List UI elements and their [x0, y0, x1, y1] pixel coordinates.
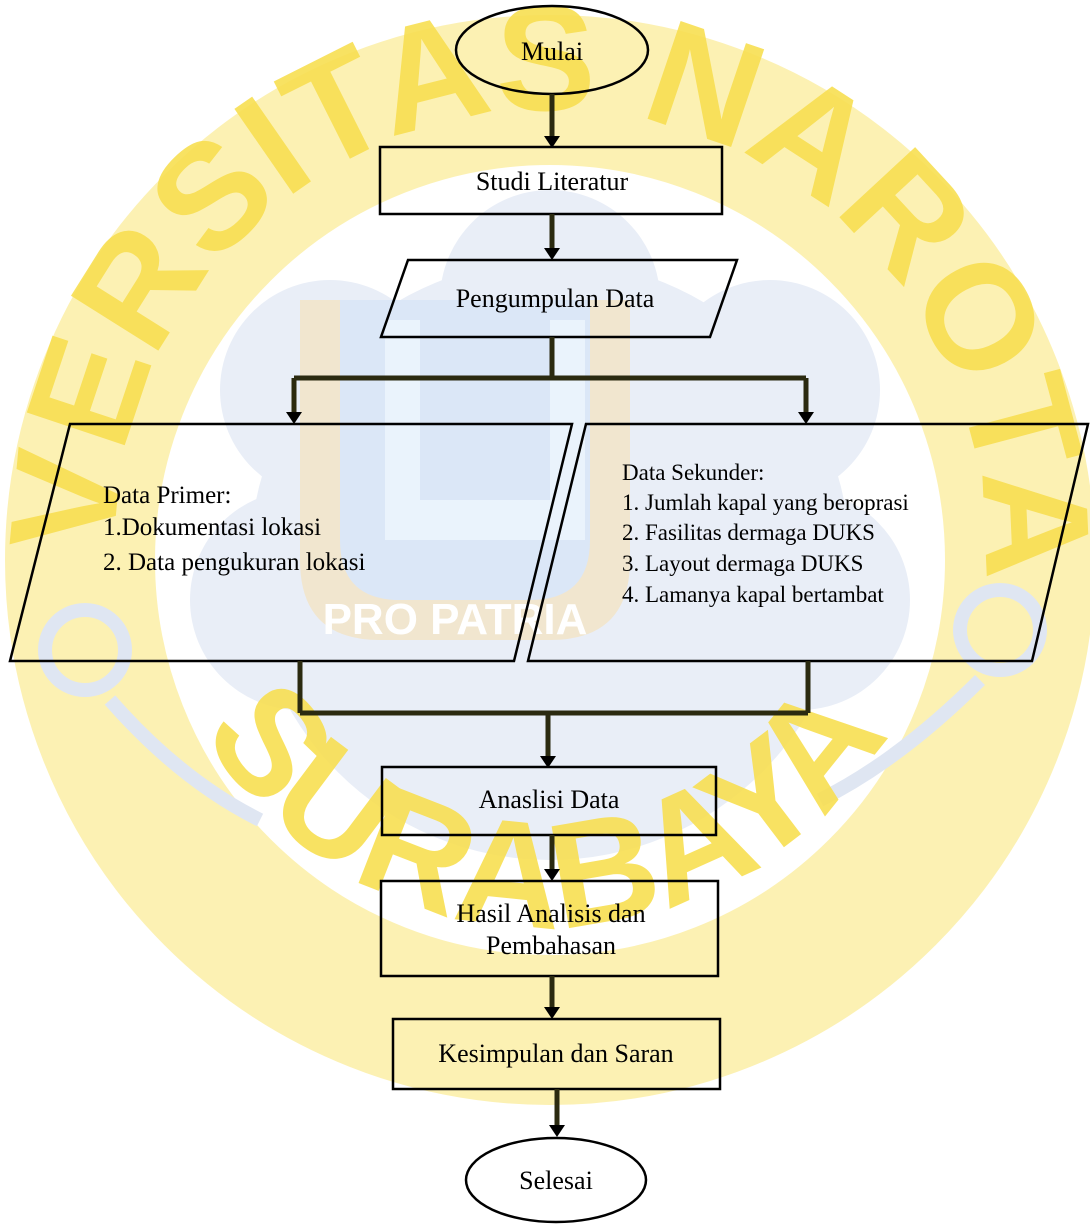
end-label: Selesai	[519, 1166, 593, 1195]
collection-data-shape	[379, 258, 739, 339]
literature-label: Studi Literatur	[476, 167, 629, 196]
primary-item: 2. Data pengukuran lokasi	[103, 549, 365, 576]
secondary-title: Data Sekunder:	[622, 460, 764, 485]
results-label-line1: Hasil Analisis dan	[456, 899, 645, 928]
analysis-process	[380, 765, 718, 837]
secondary-data-shape	[526, 422, 1090, 663]
end-terminator	[464, 1136, 648, 1224]
watermark-ring	[5, 15, 1090, 1105]
secondary-item: 4. Lamanya kapal bertambat	[622, 582, 884, 607]
flowchart-labels: Mulai Studi Literatur Pengumpulan Data D…	[103, 37, 909, 1195]
primary-title: Data Primer:	[103, 482, 231, 509]
conclusion-label: Kesimpulan dan Saran	[438, 1039, 673, 1068]
secondary-item: 3. Layout dermaga DUKS	[622, 551, 863, 576]
secondary-item: 2. Fasilitas dermaga DUKS	[622, 520, 875, 545]
primary-data-shape	[8, 422, 574, 663]
watermark-shield	[300, 300, 630, 640]
watermark-motto: PRO PATRIA	[323, 595, 588, 644]
results-label-line2: Pembahasan	[486, 931, 616, 960]
secondary-item: 1. Jumlah kapal yang beroprasi	[622, 490, 909, 515]
collection-label: Pengumpulan Data	[456, 284, 655, 313]
primary-item: 1.Dokumentasi lokasi	[103, 514, 321, 541]
analysis-label: Anaslisi Data	[479, 785, 620, 814]
flowchart	[8, 4, 1090, 1224]
start-label: Mulai	[521, 37, 583, 66]
